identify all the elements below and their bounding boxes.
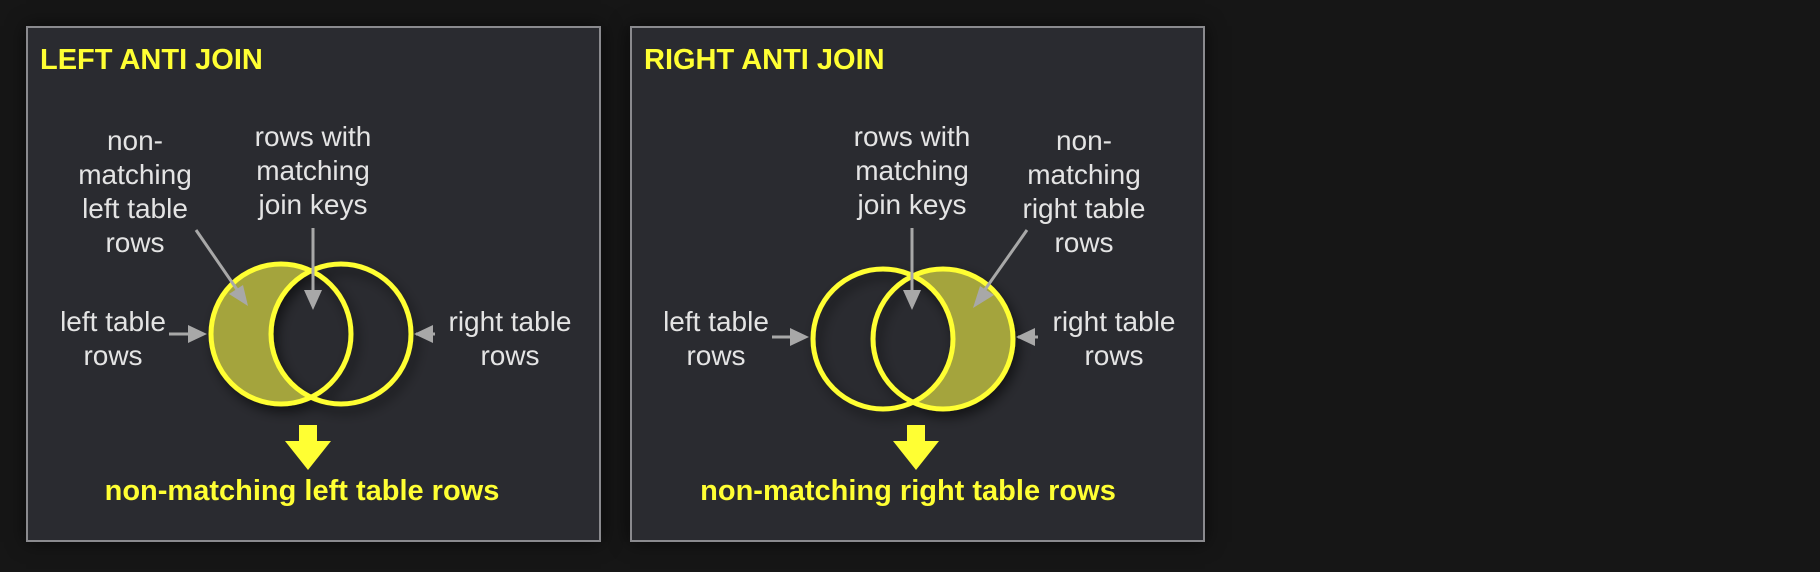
right-table-rows-label: right table rows xyxy=(449,306,572,371)
svg-text:left table: left table xyxy=(663,306,769,337)
result-label: non-matching right table rows xyxy=(700,475,1116,507)
left-table-circle xyxy=(810,266,956,412)
venn-diagram xyxy=(208,261,414,407)
right-table-circle xyxy=(870,266,1016,412)
matching-keys-label: rows with matching join keys xyxy=(255,121,372,220)
left-table-circle xyxy=(208,261,354,407)
left-anti-join-diagram: LEFT ANTI JOIN non- matching left table … xyxy=(40,44,572,507)
svg-text:matching: matching xyxy=(1027,159,1141,190)
svg-text:right table: right table xyxy=(1023,193,1146,224)
right-table-circle xyxy=(268,261,414,407)
panel-title: LEFT ANTI JOIN xyxy=(40,44,263,76)
non-matching-label: non- matching left table rows xyxy=(78,125,192,258)
left-anti-join-panel: LEFT ANTI JOIN non- matching left table … xyxy=(26,26,601,542)
svg-text:matching: matching xyxy=(855,155,969,186)
svg-text:rows: rows xyxy=(480,340,539,371)
svg-text:rows: rows xyxy=(105,227,164,258)
svg-text:rows: rows xyxy=(1084,340,1143,371)
matching-keys-arrow xyxy=(903,228,921,310)
non-matching-label: non- matching right table rows xyxy=(1023,125,1146,258)
svg-text:join keys: join keys xyxy=(857,189,967,220)
result-arrow xyxy=(893,425,939,470)
right-table-rows-arrow xyxy=(1016,328,1038,346)
result-arrow xyxy=(285,425,331,470)
matching-keys-label: rows with matching join keys xyxy=(854,121,971,220)
svg-text:non-: non- xyxy=(107,125,163,156)
svg-text:rows with: rows with xyxy=(255,121,372,152)
svg-text:left table: left table xyxy=(60,306,166,337)
svg-text:matching: matching xyxy=(78,159,192,190)
left-table-rows-label: left table rows xyxy=(663,306,769,371)
panel-title: RIGHT ANTI JOIN xyxy=(644,44,885,76)
matching-keys-arrow xyxy=(304,228,322,310)
svg-text:non-: non- xyxy=(1056,125,1112,156)
svg-text:rows: rows xyxy=(1054,227,1113,258)
svg-text:matching: matching xyxy=(256,155,370,186)
right-table-rows-arrow xyxy=(414,325,435,343)
left-table-rows-arrow xyxy=(169,325,207,343)
svg-text:rows: rows xyxy=(83,340,142,371)
svg-text:join keys: join keys xyxy=(258,189,368,220)
svg-text:left table: left table xyxy=(82,193,188,224)
right-table-rows-label: right table rows xyxy=(1053,306,1176,371)
left-table-rows-label: left table rows xyxy=(60,306,166,371)
left-table-rows-arrow xyxy=(772,328,809,346)
non-matching-arrow xyxy=(194,229,248,306)
svg-text:rows with: rows with xyxy=(854,121,971,152)
right-anti-join-panel: RIGHT ANTI JOIN rows with matching join … xyxy=(630,26,1205,542)
svg-text:right table: right table xyxy=(1053,306,1176,337)
svg-text:right table: right table xyxy=(449,306,572,337)
result-label: non-matching left table rows xyxy=(105,475,500,507)
svg-text:rows: rows xyxy=(686,340,745,371)
non-matching-arrow xyxy=(973,229,1029,308)
right-anti-join-diagram: RIGHT ANTI JOIN rows with matching join … xyxy=(644,44,1176,507)
